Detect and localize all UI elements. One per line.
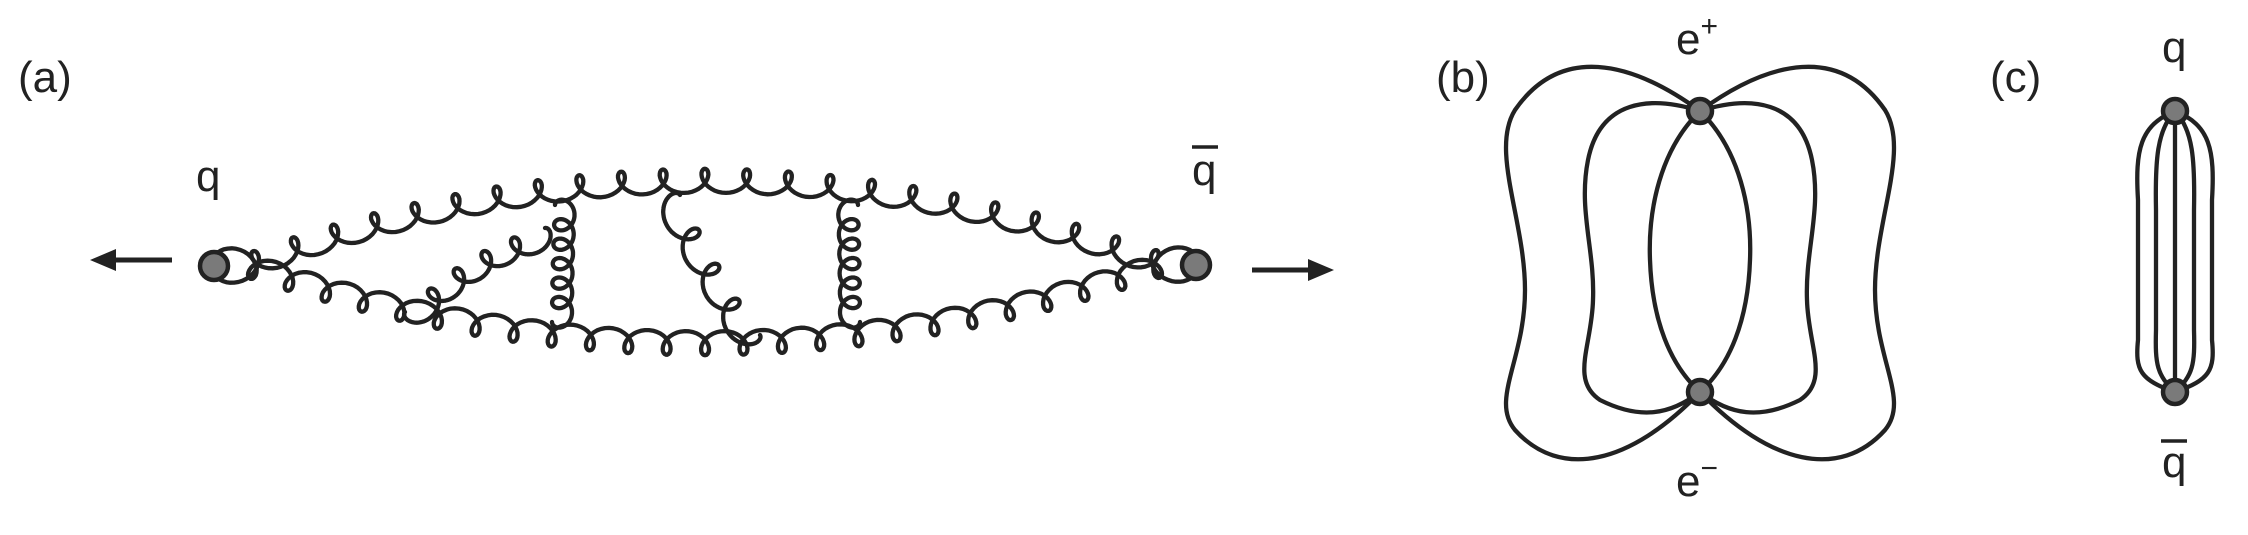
panel-c-label: (c): [1990, 53, 2041, 102]
gluon-lower-line: [209, 245, 1201, 358]
quark-vertex: [197, 249, 231, 283]
gluon-rung-right: [836, 197, 863, 330]
left-arrow: [90, 249, 172, 271]
flux-tube-top-vertex: [2160, 96, 2190, 126]
electron-charge: −: [1700, 452, 1718, 485]
panel-a-label: (a): [18, 53, 72, 102]
gluon-network: [209, 166, 1201, 358]
electron-vertex: [1685, 377, 1715, 407]
gluon-rung-left: [549, 197, 577, 330]
flux-tube-antiquark-label: q: [2162, 438, 2186, 487]
gluon-branch-left: [401, 225, 553, 325]
electron-label: e−: [1676, 452, 1718, 506]
panel-a: (a) q q: [18, 53, 1334, 358]
antiquark-vertex: [1179, 248, 1213, 282]
panel-c: (c) q q: [1990, 23, 2215, 487]
electron-symbol: e: [1676, 457, 1700, 506]
dipole-field-lines: [1503, 64, 1897, 462]
positron-vertex: [1685, 96, 1715, 126]
antiquark-label: q: [1192, 146, 1216, 195]
quark-label: q: [196, 152, 220, 201]
positron-charge: +: [1700, 10, 1718, 43]
positron-label: e+: [1676, 10, 1718, 64]
panel-b-label: (b): [1436, 53, 1490, 102]
right-arrow: [1252, 259, 1334, 281]
positron-symbol: e: [1676, 15, 1700, 64]
flux-tube-bottom-vertex: [2160, 377, 2190, 407]
flux-tube-lines: [2135, 108, 2215, 395]
panel-b: (b) e+ e−: [1436, 10, 1897, 506]
gluon-diagonal: [661, 190, 763, 347]
flux-tube-quark-label: q: [2162, 23, 2186, 72]
gluon-upper-line: [210, 166, 1200, 285]
